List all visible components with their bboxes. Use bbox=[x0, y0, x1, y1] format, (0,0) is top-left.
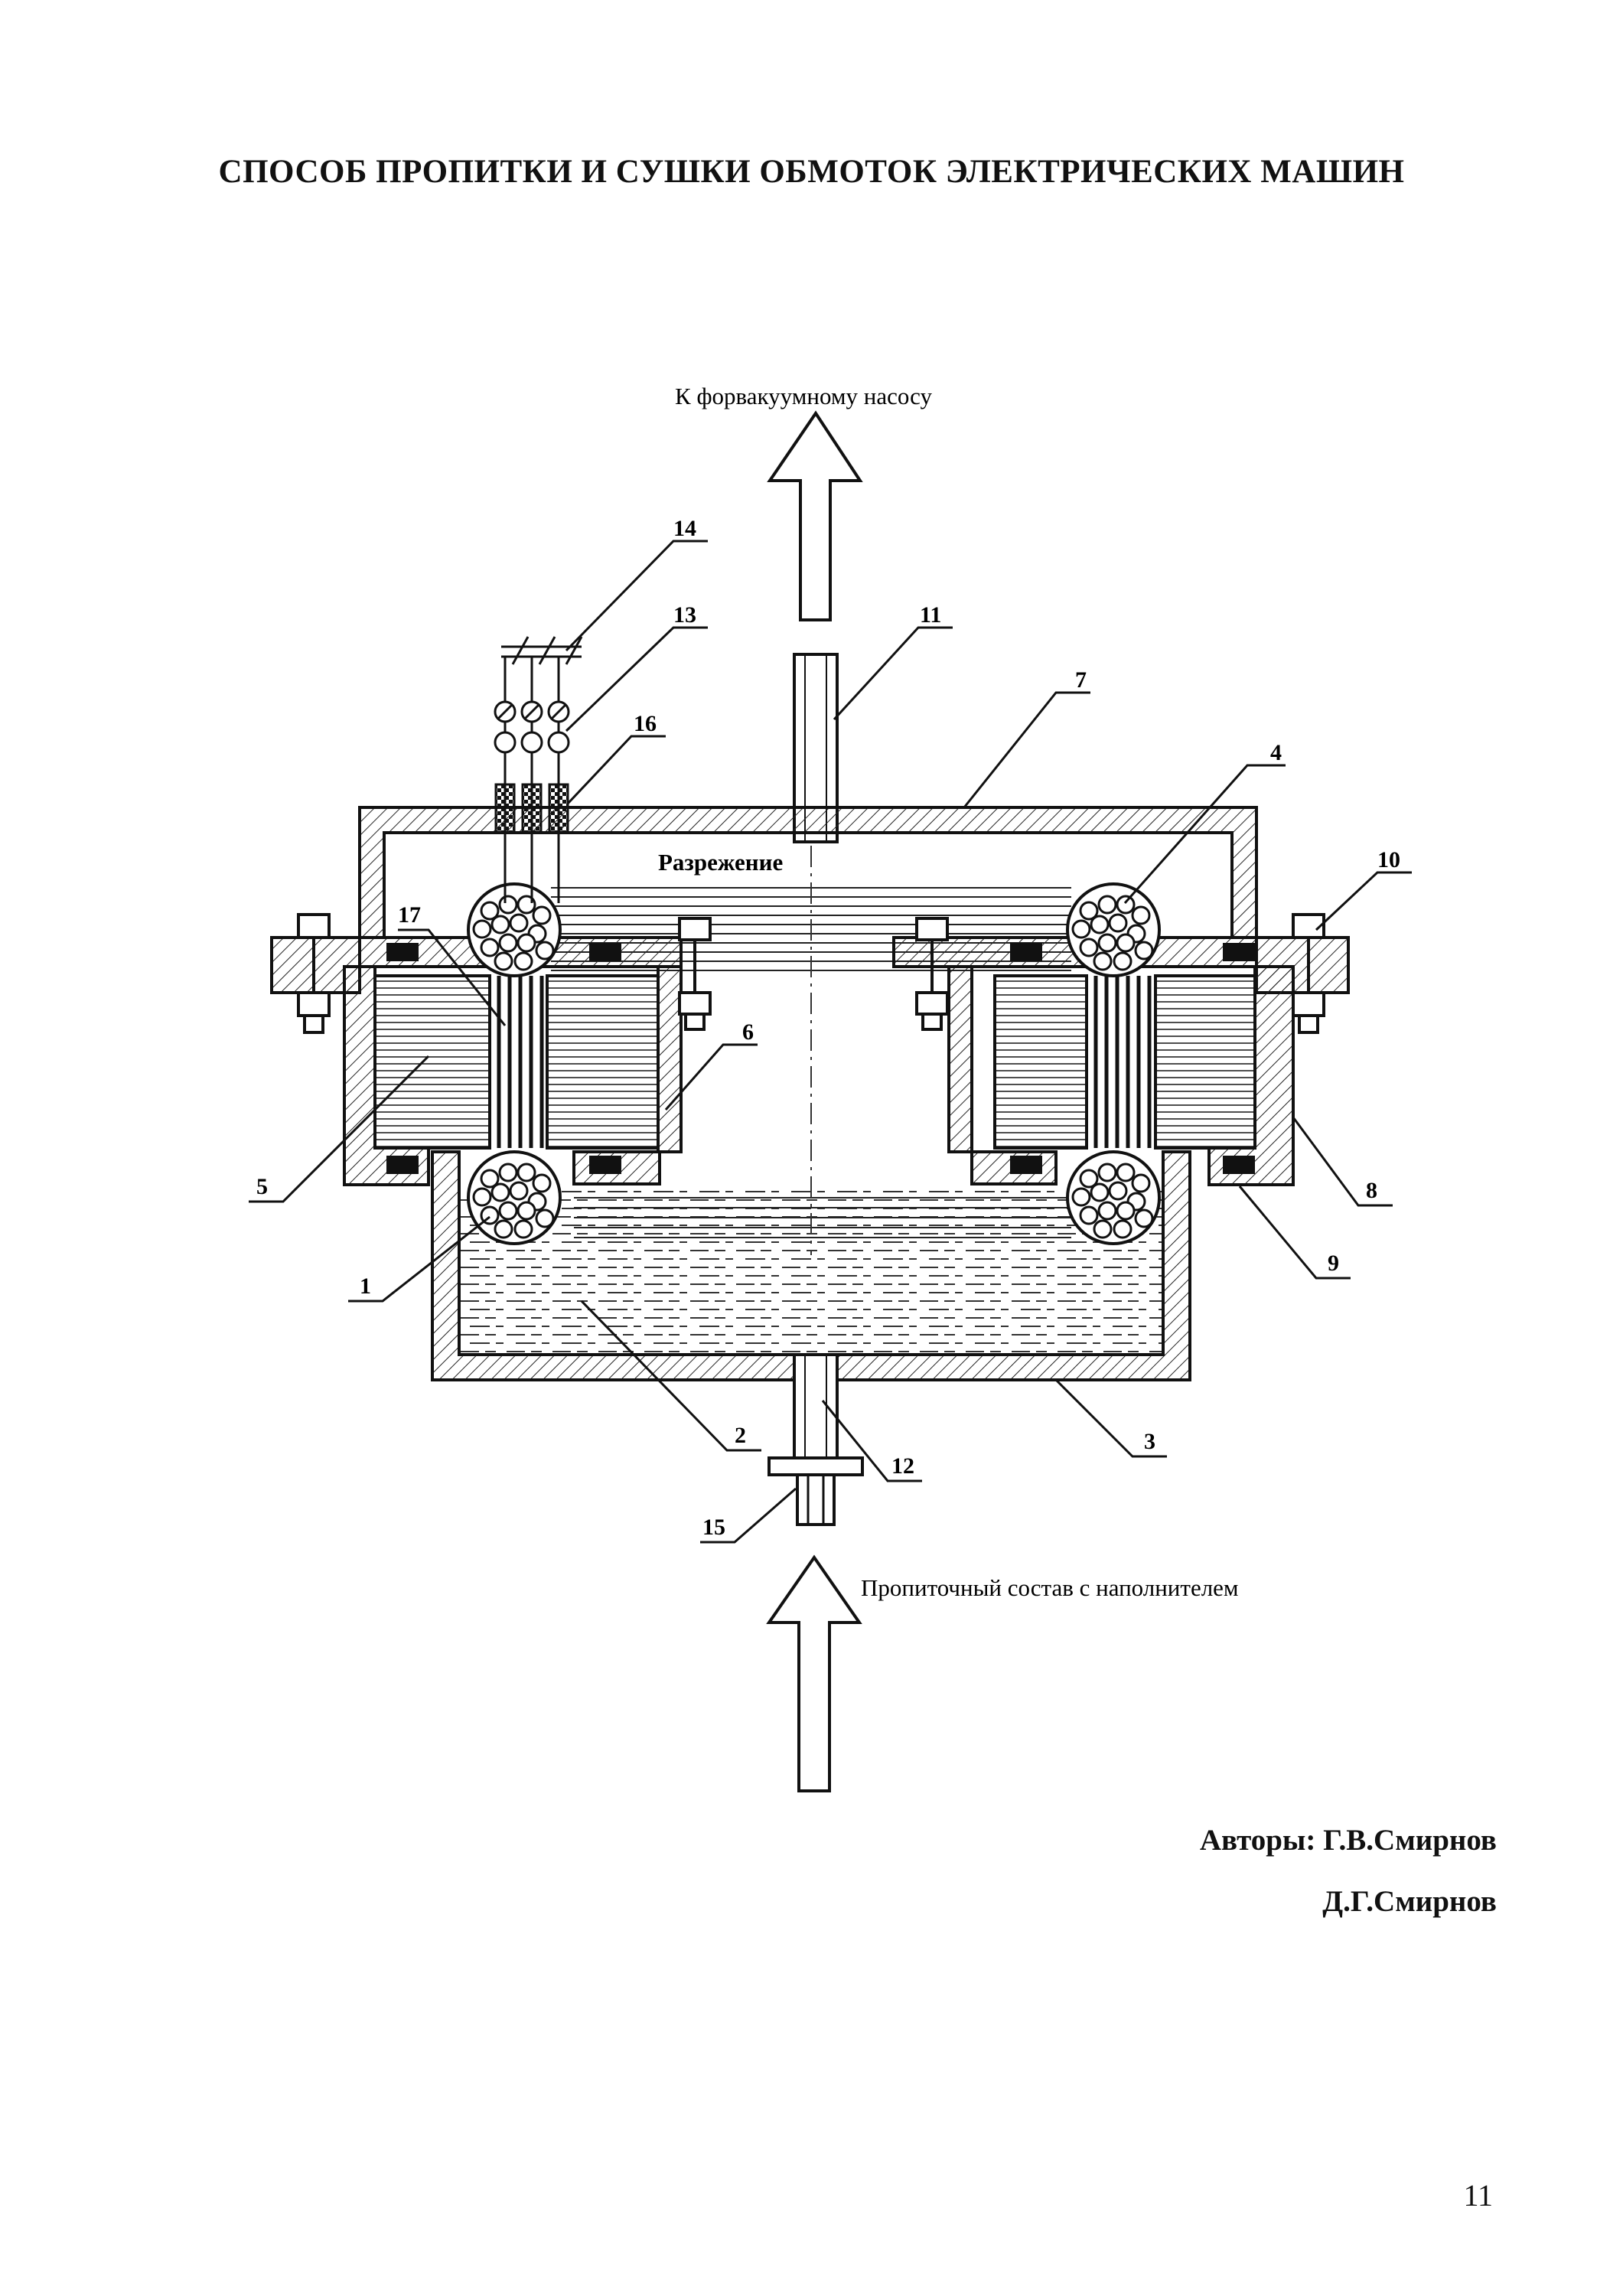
arrow-up-icon bbox=[767, 410, 863, 621]
label-7: 7 bbox=[1075, 667, 1087, 693]
stator-core-right bbox=[993, 974, 1088, 1150]
callout-labels: 14 13 16 11 7 4 10 17 6 5 8 9 1 2 3 12 1… bbox=[256, 516, 1400, 1540]
authors-line-2: Д.Г.Смирнов bbox=[1322, 1885, 1497, 1918]
label-17: 17 bbox=[398, 902, 421, 928]
label-11: 11 bbox=[920, 602, 941, 628]
end-winding-top-right bbox=[1066, 882, 1161, 977]
label-2: 2 bbox=[735, 1423, 746, 1448]
caption-vacuum: Разрежение bbox=[658, 849, 783, 876]
label-5: 5 bbox=[256, 1174, 268, 1199]
caption-impregnating-compound: Пропиточный состав с наполнителем bbox=[861, 1574, 1239, 1601]
label-10: 10 bbox=[1377, 847, 1400, 872]
bolt-left bbox=[297, 913, 331, 1034]
label-13: 13 bbox=[673, 602, 696, 628]
authors-line-1: Авторы: Г.В.Смирнов bbox=[1199, 1824, 1497, 1857]
label-16: 16 bbox=[634, 711, 657, 736]
end-winding-bottom-right bbox=[1066, 1150, 1161, 1245]
page-title: СПОСОБ ПРОПИТКИ И СУШКИ ОБМОТОК ЭЛЕКТРИЧ… bbox=[218, 154, 1405, 190]
impregnating-liquid-2 bbox=[461, 1185, 1162, 1355]
caption-vacuum-pump: К форвакуумному насосу bbox=[675, 383, 932, 409]
insulator-bushings-16 bbox=[494, 783, 569, 833]
label-15: 15 bbox=[702, 1515, 725, 1540]
pipe-12 bbox=[793, 1353, 839, 1459]
page-number: 11 bbox=[1463, 2178, 1493, 2213]
label-3: 3 bbox=[1144, 1429, 1155, 1454]
end-winding-top-left bbox=[467, 882, 562, 977]
terminal-leads bbox=[494, 636, 583, 903]
valve-15 bbox=[768, 1456, 864, 1476]
label-8: 8 bbox=[1366, 1178, 1377, 1203]
label-1: 1 bbox=[360, 1274, 371, 1299]
label-6: 6 bbox=[742, 1019, 754, 1045]
label-4: 4 bbox=[1270, 740, 1282, 765]
end-winding-bottom-left bbox=[467, 1150, 562, 1245]
label-12: 12 bbox=[891, 1453, 914, 1479]
stator-core-left bbox=[373, 974, 491, 1150]
tank-3 bbox=[431, 1150, 1191, 1381]
label-14: 14 bbox=[673, 516, 696, 541]
arrow-up-inflow-icon bbox=[766, 1554, 862, 1792]
label-9: 9 bbox=[1328, 1251, 1339, 1276]
